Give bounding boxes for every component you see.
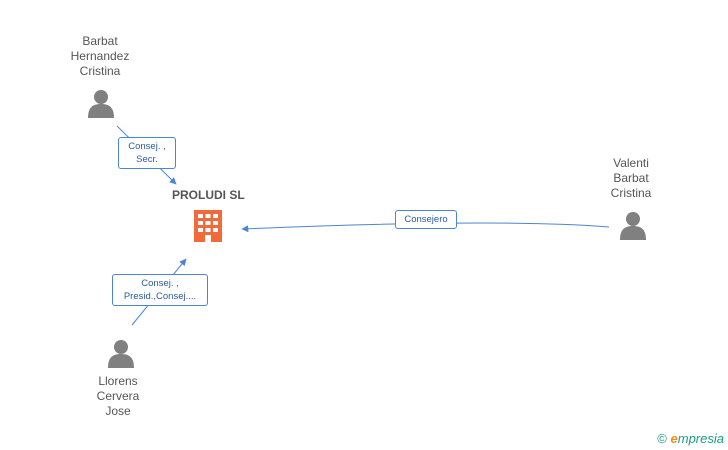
person-name-line: Hernandez [70,49,130,63]
empresia-brand: mpresia [677,431,724,446]
edge-label-barbat[interactable]: Consej. , Secr. [118,137,176,169]
edge-line-valenti [241,222,610,233]
copyright-icon: © [657,431,667,446]
edge-label-line: Consejero [404,214,448,225]
person-name-line: Jose [105,404,131,418]
person-label-barbat[interactable]: Barbat Hernandez Cristina [45,34,155,79]
person-name-line: Barbat [613,171,649,185]
empresia-logo-letter: e [670,431,678,446]
edge-label-line: Presid.,Consej.... [123,291,197,302]
person-label-llorens[interactable]: Llorens Cervera Jose [63,374,173,419]
company-name[interactable]: PROLUDI SL [172,188,245,202]
edge-label-llorens[interactable]: Consej. , Presid.,Consej.... [112,274,208,306]
edge-label-valenti[interactable]: Consejero [395,210,457,229]
empresia-watermark: © empresia [657,431,724,446]
person-name-line: Llorens [98,374,138,388]
person-name-line: Valenti [613,156,649,170]
person-name-line: Barbat [82,34,118,48]
person-icon-valenti[interactable] [620,212,646,240]
person-name-line: Cervera [96,389,140,403]
person-icon-llorens[interactable] [108,340,134,368]
edge-label-line: Consej. , [141,278,179,289]
person-label-valenti[interactable]: Valenti Barbat Cristina [576,156,686,201]
edge-label-line: Secr. [136,154,158,165]
person-name-line: Cristina [79,64,121,78]
building-icon[interactable] [194,210,222,242]
person-icon-barbat[interactable] [88,90,114,118]
edge-label-line: Consej. , [128,141,166,152]
person-name-line: Cristina [610,186,652,200]
